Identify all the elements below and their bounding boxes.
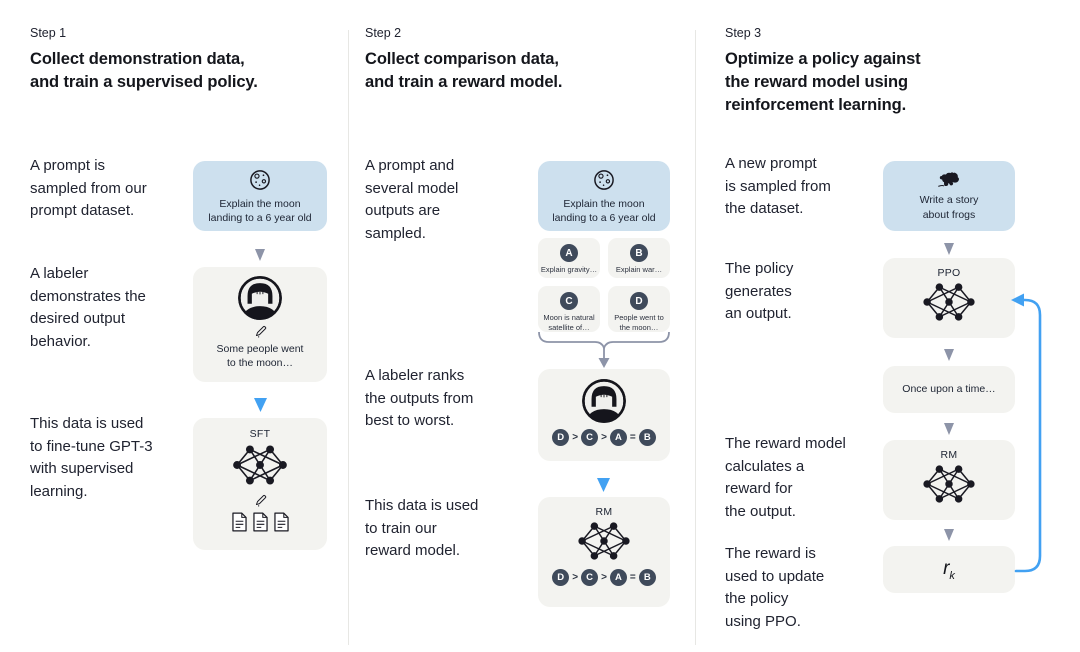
rank-separator: > bbox=[601, 572, 607, 583]
step1-sft-model-box: SFT bbox=[193, 418, 327, 550]
output-option-a: A Explain gravity… bbox=[538, 238, 600, 278]
reward-symbol: rk bbox=[943, 557, 955, 582]
down-arrow-gray-icon bbox=[944, 243, 954, 255]
ranking-row: D > C > A = B bbox=[552, 429, 656, 446]
pencil-icon bbox=[253, 493, 268, 508]
step2-caption-train-rm: This data is used to train our reward mo… bbox=[365, 497, 479, 559]
rank-letter-badge: B bbox=[638, 569, 656, 586]
option-letter-badge: B bbox=[630, 244, 648, 262]
sft-label: SFT bbox=[249, 428, 271, 440]
step3-output-box: Once upon a time… bbox=[883, 366, 1015, 413]
step1-caption-prompt: A prompt is sampled from our prompt data… bbox=[30, 157, 147, 219]
output-option-c: C Moon is natural satellite of… bbox=[538, 286, 600, 332]
step3-title: Optimize a policy against the reward mod… bbox=[725, 50, 921, 114]
step2-prompt-text: Explain the moon landing to a 6 year old bbox=[552, 197, 656, 224]
step1-labeler-box: Some people went to the moon… bbox=[193, 267, 327, 382]
ranking-row: D > C > A = B bbox=[552, 569, 656, 586]
step3-caption-reward: The reward model calculates a reward for… bbox=[725, 435, 846, 520]
rank-letter-badge: C bbox=[581, 429, 599, 446]
document-icon bbox=[273, 512, 290, 532]
rank-separator: = bbox=[629, 572, 636, 583]
rank-letter-badge: A bbox=[609, 569, 627, 586]
rank-separator: > bbox=[572, 432, 579, 443]
rm-label: RM bbox=[595, 506, 613, 518]
step2-rm-model-box: RM D > C > A = B bbox=[538, 497, 670, 607]
option-letter-badge: C bbox=[560, 292, 578, 310]
rank-letter-badge: D bbox=[552, 569, 570, 586]
step3-rm-model-box: RM bbox=[883, 440, 1015, 520]
option-text: People went to the moon… bbox=[614, 313, 664, 332]
step2-title: Collect comparison data, and train a rew… bbox=[365, 50, 563, 91]
rank-letter-badge: B bbox=[638, 429, 656, 446]
step1-demonstration-text: Some people went to the moon… bbox=[216, 343, 304, 370]
labeler-avatar-icon bbox=[237, 275, 283, 321]
step3-caption-policy: The policy generates an output. bbox=[725, 260, 794, 322]
rank-separator: > bbox=[572, 572, 579, 583]
step1-prompt-text: Explain the moon landing to a 6 year old bbox=[208, 197, 312, 224]
down-arrow-gray-icon bbox=[944, 529, 954, 541]
column-divider bbox=[695, 30, 696, 645]
step1-caption-finetune: This data is used to fine-tune GPT-3 wit… bbox=[30, 415, 153, 500]
step2-caption-sampled: A prompt and several model outputs are s… bbox=[365, 157, 459, 242]
moon-icon bbox=[591, 167, 617, 193]
step3-prompt-box: Write a story about frogs bbox=[883, 161, 1015, 231]
down-arrow-blue-icon bbox=[597, 478, 610, 492]
down-arrow-blue-icon bbox=[254, 398, 267, 412]
step1-caption-labeler: A labeler demonstrates the desired outpu… bbox=[30, 265, 146, 350]
step3-output-text: Once upon a time… bbox=[902, 383, 996, 396]
output-option-d: D People went to the moon… bbox=[608, 286, 670, 332]
down-arrow-gray-icon bbox=[944, 423, 954, 435]
step2-prompt-box: Explain the moon landing to a 6 year old bbox=[538, 161, 670, 231]
feedback-loop-arrow-icon bbox=[1011, 293, 1042, 573]
step3-label: Step 3 bbox=[725, 26, 762, 40]
step3-ppo-policy-box: PPO bbox=[883, 258, 1015, 338]
rank-separator: > bbox=[601, 432, 607, 443]
step3-reward-box: rk bbox=[883, 546, 1015, 593]
rm-label: RM bbox=[940, 449, 958, 461]
option-letter-badge: A bbox=[560, 244, 578, 262]
step1-label: Step 1 bbox=[30, 26, 67, 40]
labeler-avatar-icon bbox=[581, 378, 627, 424]
column-divider bbox=[348, 30, 349, 645]
step3-caption-prompt: A new prompt is sampled from the dataset… bbox=[725, 155, 831, 217]
network-icon bbox=[922, 281, 976, 323]
option-text: Moon is natural satellite of… bbox=[543, 313, 595, 332]
step1-prompt-box: Explain the moon landing to a 6 year old bbox=[193, 161, 327, 231]
pencil-icon bbox=[253, 324, 268, 339]
step2-label: Step 2 bbox=[365, 26, 402, 40]
step3-prompt-text: Write a story about frogs bbox=[919, 194, 979, 221]
merge-brace-arrow-icon bbox=[538, 331, 670, 368]
network-icon bbox=[232, 443, 288, 487]
documents-row bbox=[231, 512, 290, 532]
option-text: Explain war… bbox=[615, 265, 663, 274]
network-icon bbox=[922, 463, 976, 505]
output-option-b: B Explain war… bbox=[608, 238, 670, 278]
step2-ranking-box: D > C > A = B bbox=[538, 369, 670, 461]
option-letter-badge: D bbox=[630, 292, 648, 310]
rank-letter-badge: C bbox=[581, 569, 599, 586]
rank-separator: = bbox=[629, 432, 636, 443]
frog-icon bbox=[936, 170, 962, 189]
network-icon bbox=[577, 520, 631, 562]
option-text: Explain gravity… bbox=[540, 265, 598, 274]
down-arrow-gray-icon bbox=[944, 349, 954, 361]
step1-title: Collect demonstration data, and train a … bbox=[30, 50, 258, 91]
down-arrow-gray-icon bbox=[255, 249, 265, 261]
step3-caption-update: The reward is used to update the policy … bbox=[725, 545, 825, 630]
document-icon bbox=[252, 512, 269, 532]
ppo-label: PPO bbox=[937, 267, 961, 279]
step2-caption-ranks: A labeler ranks the outputs from best to… bbox=[365, 367, 474, 429]
rank-letter-badge: A bbox=[609, 429, 627, 446]
document-icon bbox=[231, 512, 248, 532]
rank-letter-badge: D bbox=[552, 429, 570, 446]
moon-icon bbox=[247, 167, 273, 193]
